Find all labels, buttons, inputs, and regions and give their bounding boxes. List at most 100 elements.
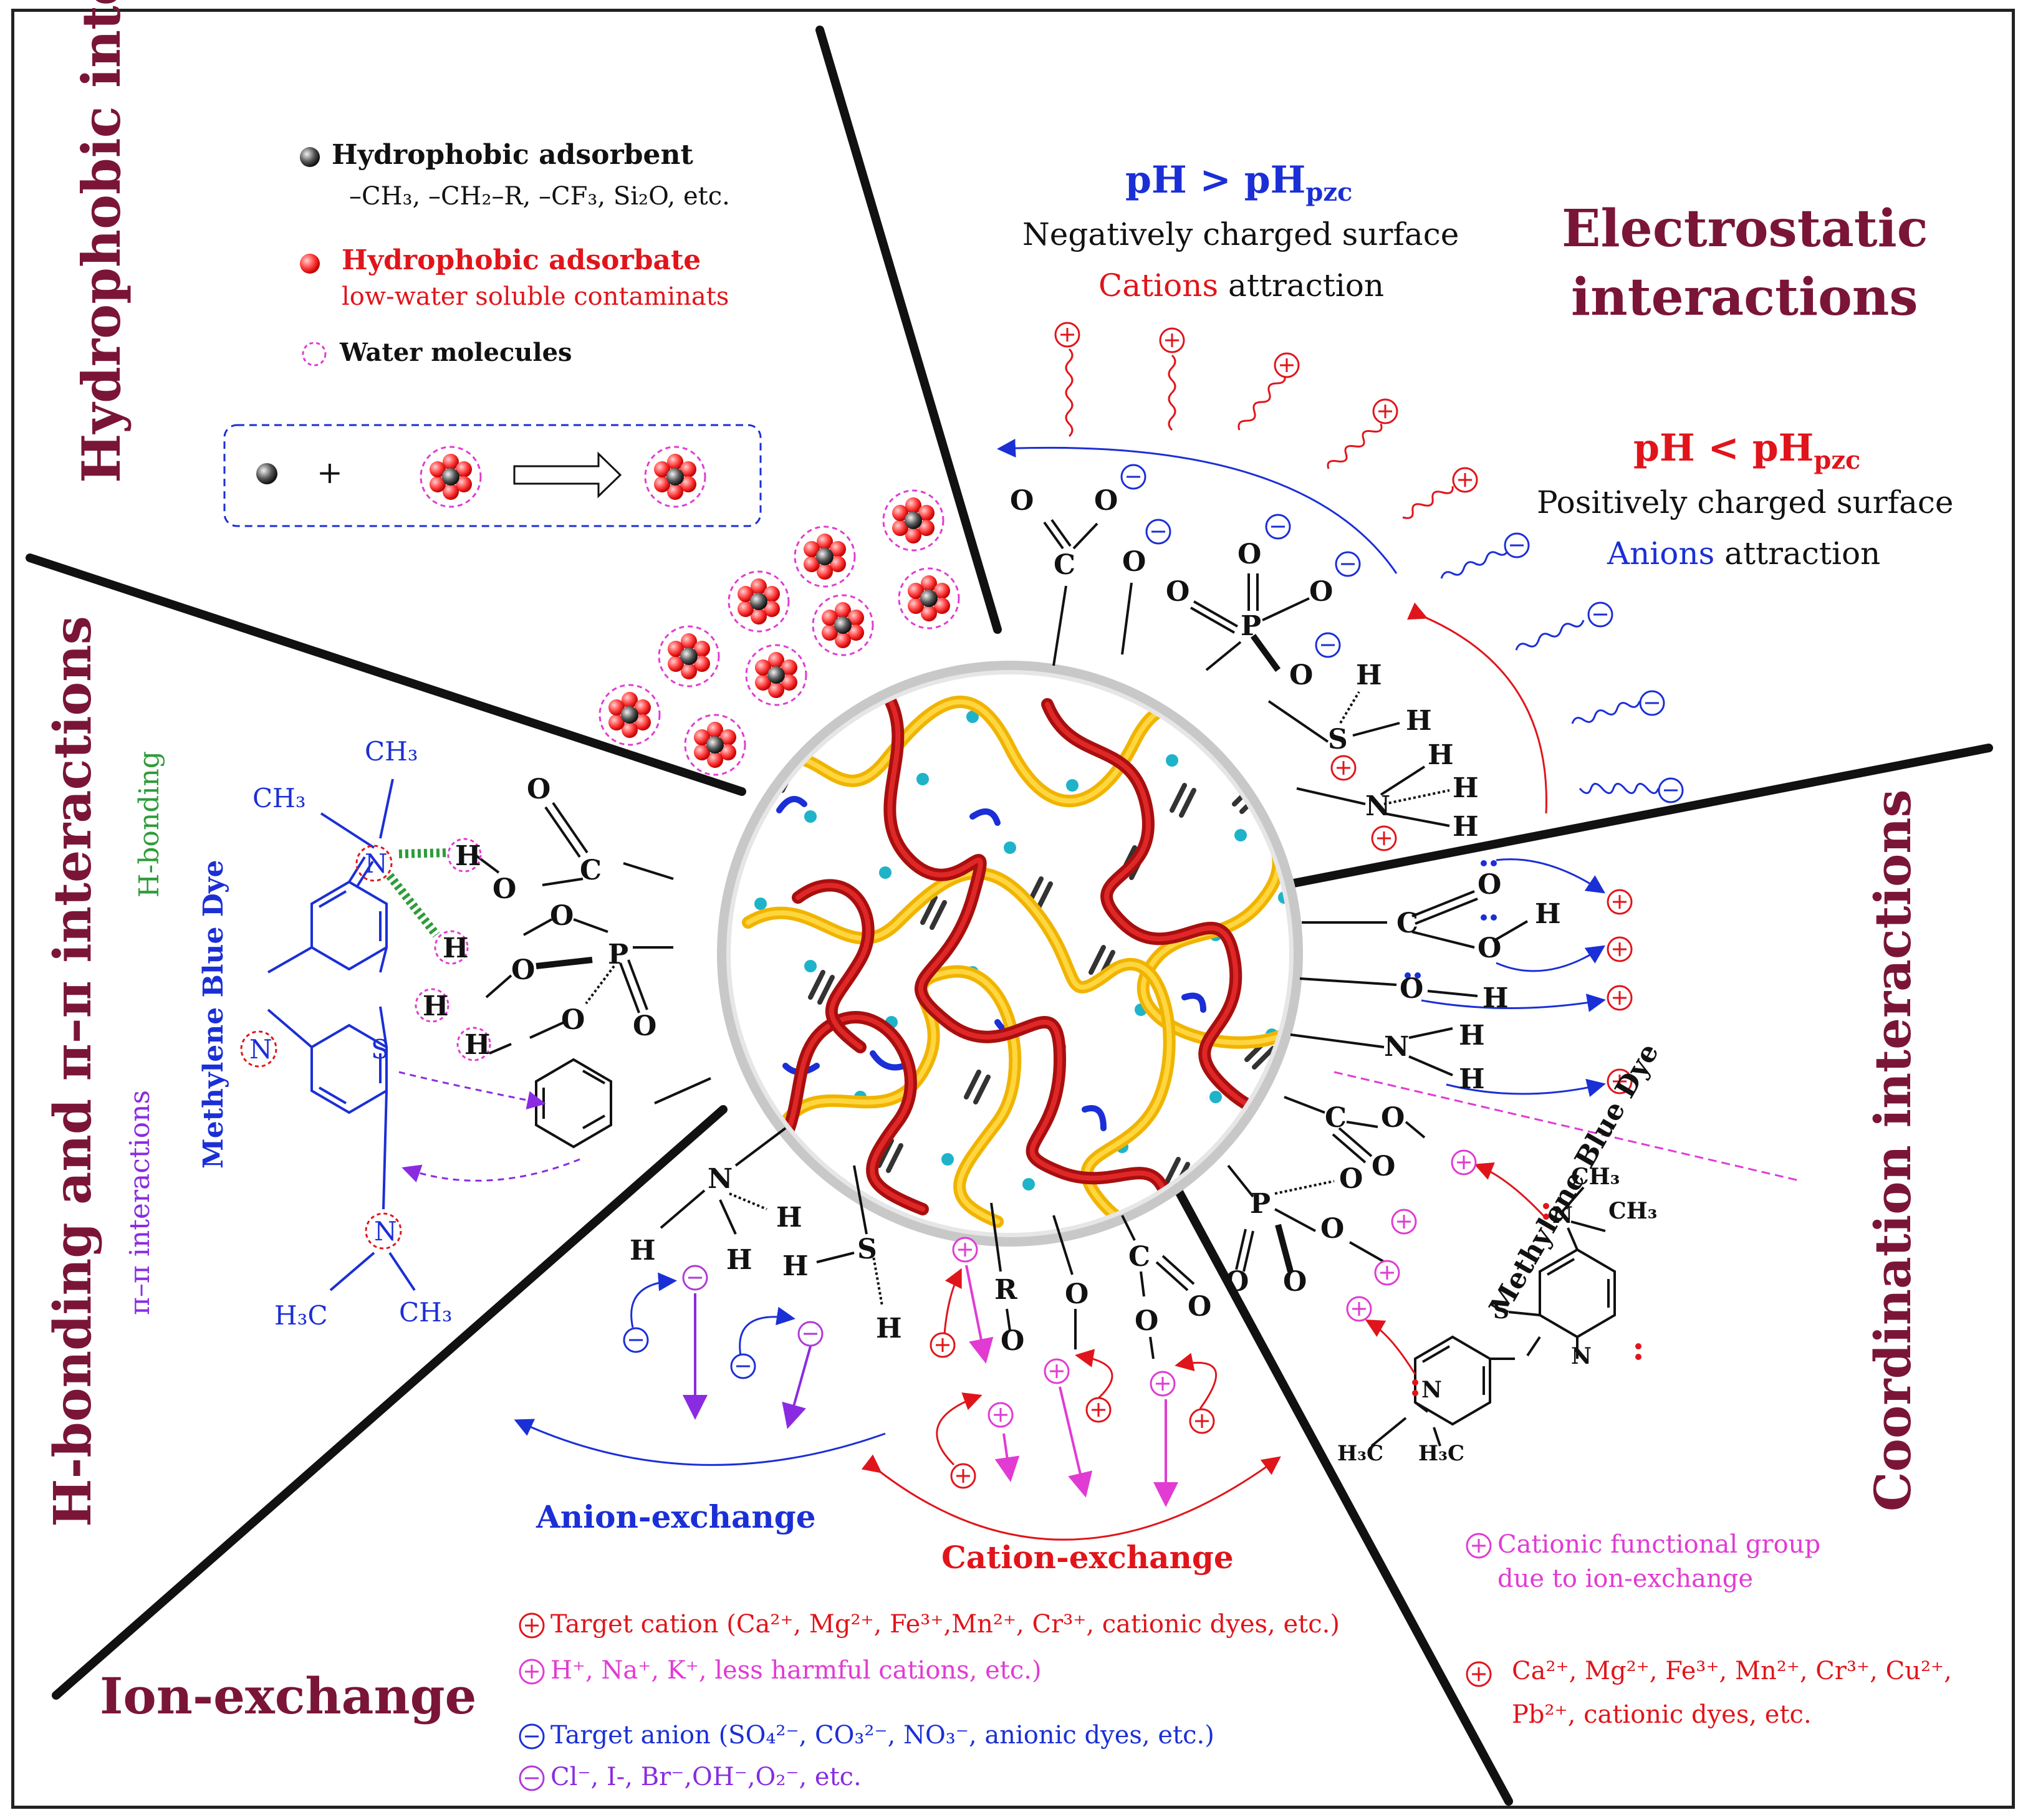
atom-o: O [1166, 576, 1190, 608]
pi-pi-arrows [398, 1071, 580, 1183]
coordination-separator [1334, 1071, 1802, 1182]
atom-h: H [1459, 1020, 1485, 1051]
legend-adsorbent-icon [300, 147, 320, 167]
atom-o: O [1225, 1266, 1249, 1298]
atom-o: O [1339, 1163, 1363, 1195]
pi-pi-label: π–π interactions [124, 1090, 156, 1315]
atom-h3c: H₃C [1418, 1441, 1465, 1466]
atom-o: O [1135, 1305, 1159, 1337]
atom-h: H [1483, 982, 1509, 1014]
negative-surface-label: Negatively charged surface [1022, 216, 1459, 252]
anion-attraction-arrow [1406, 602, 1547, 814]
bonds-coordination [1227, 890, 1529, 1273]
atom-h3c: H₃C [274, 1300, 328, 1331]
atom-o: O [1289, 659, 1314, 691]
atom-s: S [857, 1233, 877, 1265]
title-hydrophobic: Hydrophobic interactions [70, 0, 132, 483]
atom-ch3: CH₃ [252, 783, 306, 813]
title-electrostatic-line1: Electrostatic [1562, 199, 1928, 259]
atom-n: N [1571, 1343, 1592, 1369]
atom-h: H [1356, 659, 1382, 691]
h-bond-hatches [386, 848, 449, 938]
legend-target-anion-icon [519, 1723, 545, 1750]
atom-o: O [561, 1004, 585, 1036]
metals-line2: Pb²⁺, cationic dyes, etc. [1512, 1700, 1812, 1729]
atom-c: C [1325, 1102, 1347, 1134]
atom-o: O [1309, 576, 1334, 608]
atom-h: H [1453, 772, 1479, 804]
cation-exchange-arc [861, 1454, 1281, 1541]
dye-coordination-arrows [1365, 1162, 1547, 1375]
atom-n: N [374, 1216, 397, 1247]
atom-o: O [1372, 1151, 1396, 1182]
atom-c: C [1396, 908, 1419, 939]
adsorbent-ball-icon [256, 463, 277, 484]
hydrophobic-reaction-box [223, 424, 762, 527]
atom-n: N [1384, 1031, 1410, 1063]
atom-h: H [1406, 705, 1432, 737]
anion-release-arrows [683, 1293, 812, 1429]
atom-o: O [1400, 973, 1424, 1005]
legend-adsorbent-examples: –CH₃, –CH₂–R, –CF₃, Si₂O, etc. [349, 182, 730, 211]
atom-r: R [994, 1274, 1017, 1306]
atom-o: O [1237, 539, 1262, 570]
atom-s: S [371, 1034, 389, 1065]
legend-harmless-cation-icon [519, 1659, 545, 1685]
harmless-anions-label: Cl⁻, I-, Br⁻,OH⁻,O₂⁻, etc. [550, 1763, 862, 1791]
atom-h: H [726, 1244, 752, 1276]
atom-ch3: CH₃ [1571, 1164, 1620, 1190]
atom-c: C [1054, 549, 1076, 581]
atom-o: O [1188, 1291, 1212, 1323]
atom-c: C [1128, 1241, 1151, 1273]
legend-adsorbent-label: Hydrophobic adsorbent [332, 139, 693, 171]
title-coordination: Coordination interactions [1863, 789, 1922, 1511]
atom-n: N [1421, 1377, 1442, 1403]
bonds-ion-exchange [660, 1127, 1195, 1359]
atom-ch3: CH₃ [1608, 1198, 1658, 1224]
atom-h3c: H₃C [1337, 1441, 1384, 1466]
atom-h: H [876, 1313, 902, 1344]
legend-target-cation-icon [519, 1612, 545, 1639]
bonds-electrostatic [1043, 519, 1450, 827]
anion-exchange-label: Anion-exchange [536, 1498, 816, 1535]
bonds-hbond [473, 802, 711, 1149]
cation-wavy-lines [1065, 348, 1454, 519]
adsorbate-cluster-icon [420, 446, 482, 508]
methylene-blue-right [1370, 1186, 1616, 1447]
cation-attraction-arrow [997, 439, 1398, 574]
cation-exchange-label: Cation-exchange [941, 1539, 1234, 1576]
title-electrostatic-line2: interactions [1571, 267, 1918, 327]
atom-h: H [1453, 811, 1479, 843]
cationic-group-line2: due to ion-exchange [1497, 1564, 1754, 1593]
atom-h: H [1535, 898, 1561, 930]
atom-p: P [1241, 610, 1262, 642]
atom-h: H [443, 932, 469, 964]
positive-surface-label: Positively charged surface [1537, 484, 1954, 520]
atom-h: H [1428, 739, 1454, 771]
atom-h: H [630, 1235, 656, 1267]
atom-o: O [1381, 1102, 1405, 1134]
atom-o: O [1478, 932, 1502, 964]
low-ph-label: pH < pHpzc [1633, 426, 1861, 475]
atom-o: O [1283, 1266, 1307, 1298]
legend-water-icon [302, 342, 327, 366]
reaction-arrow-icon [513, 451, 622, 499]
atom-h: H [782, 1250, 809, 1282]
atom-o: O [550, 900, 574, 932]
legend-adsorbate-icon [300, 254, 320, 274]
legend-harmless-anion-icon [519, 1765, 545, 1791]
atom-h: H [464, 1029, 491, 1061]
metals-line1: Ca²⁺, Mg²⁺, Fe³⁺, Mn²⁺, Cr³⁺, Cu²⁺, [1512, 1657, 1952, 1685]
atom-p: P [1250, 1188, 1271, 1220]
coordination-arrows [1421, 858, 1606, 1098]
anion-exchange-small-arrows [630, 1272, 795, 1363]
reaction-plus: + [317, 454, 343, 491]
harmless-cations-label: H⁺, Na⁺, K⁺, less harmful cations, etc.) [550, 1656, 1042, 1685]
atom-o: O [1010, 485, 1034, 517]
atom-o: O [633, 1010, 657, 1042]
adsorbent-sphere [717, 661, 1303, 1247]
title-ion-exchange: Ion-exchange [100, 1667, 477, 1725]
mb-dye-left-label: Methylene Blue Dye [198, 860, 229, 1169]
atom-n: N [365, 848, 388, 879]
sector-dividers [26, 26, 1993, 1806]
